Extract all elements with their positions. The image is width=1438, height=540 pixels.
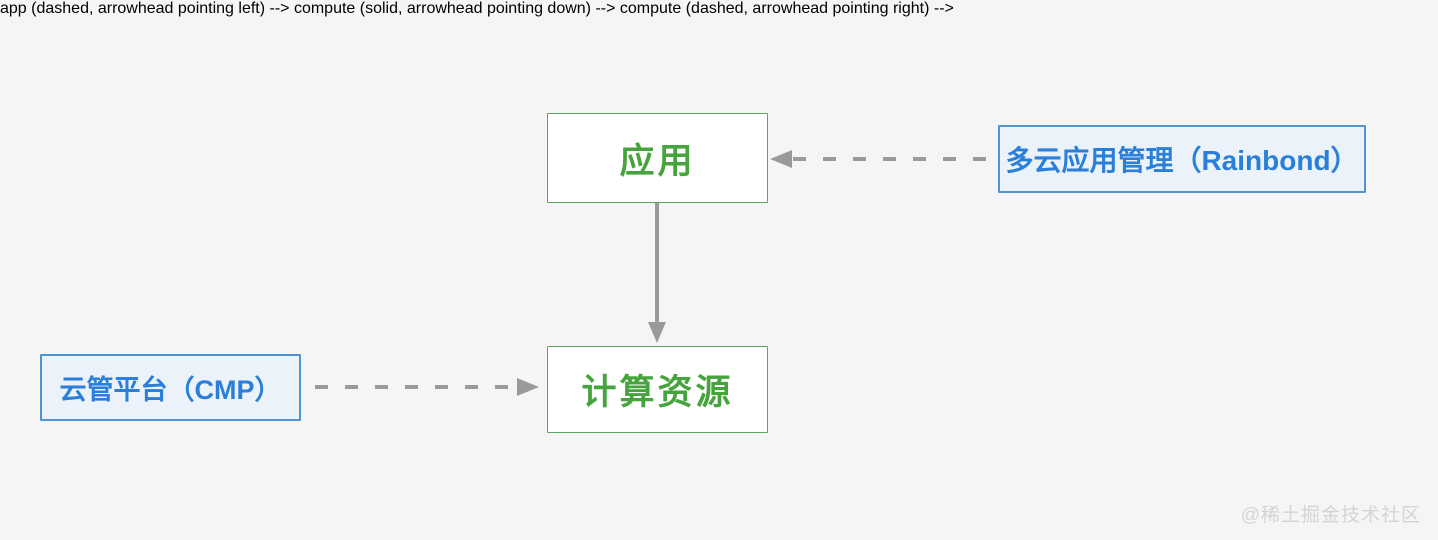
dashed-arrow-rainbond-to-application xyxy=(770,150,986,168)
solid-arrow-application-to-computing-resources xyxy=(648,203,666,343)
node-cloud-management-platform-cmp: 云管平台（CMP） xyxy=(40,354,301,421)
node-application: 应用 xyxy=(547,113,768,203)
node-multicloud-app-management-rainbond: 多云应用管理（Rainbond） xyxy=(998,125,1366,193)
dashed-arrow-cmp-to-computing-resources xyxy=(315,378,539,396)
node-computing-resources: 计算资源 xyxy=(547,346,768,433)
watermark: @稀土掘金技术社区 xyxy=(1240,505,1421,526)
